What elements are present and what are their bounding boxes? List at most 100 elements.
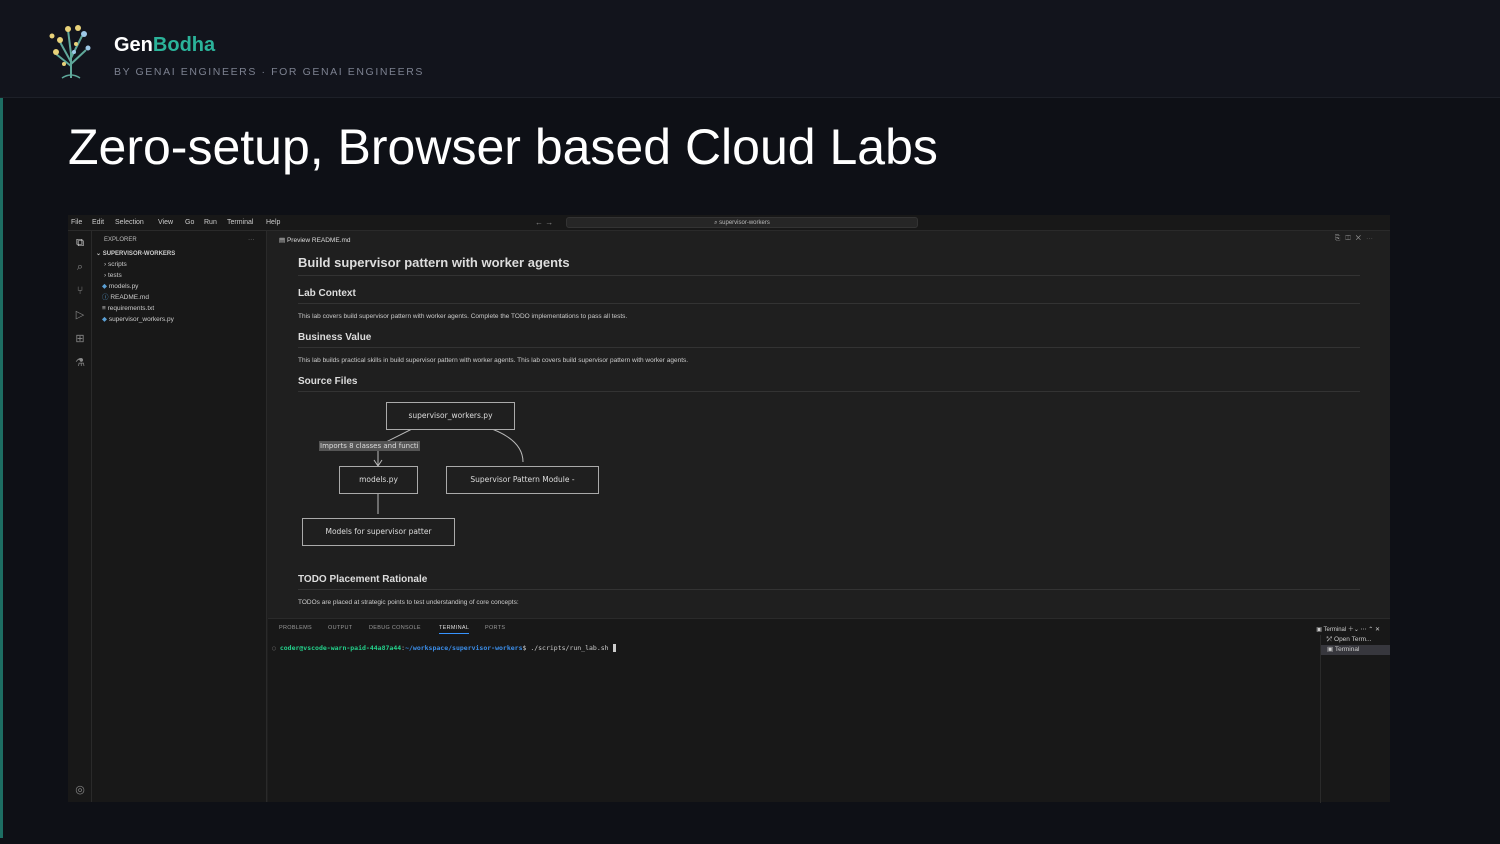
prompt-user: coder@vscode-warn-paid-44a87a44 bbox=[279, 644, 402, 652]
tree-item-tests[interactable]: › tests bbox=[104, 271, 122, 281]
heading-business-value: Business Value bbox=[298, 332, 1360, 348]
tab-output[interactable]: OUTPUT bbox=[328, 625, 353, 631]
markdown-preview: Build supervisor pattern with worker age… bbox=[298, 255, 1360, 606]
folder-name: SUPERVISOR-WORKERS bbox=[102, 251, 176, 257]
maximize-icon[interactable]: ⌃ bbox=[1368, 627, 1374, 633]
tree-item-requirements[interactable]: ≡ requirements.txt bbox=[102, 304, 154, 314]
preview-icon: ▤ bbox=[279, 237, 287, 244]
more-icon[interactable]: ⋯ bbox=[1366, 235, 1378, 242]
slide-title: Zero-setup, Browser based Cloud Labs bbox=[68, 119, 938, 175]
menu-file[interactable]: File bbox=[71, 219, 83, 226]
paragraph-value: This lab builds practical skills in buil… bbox=[298, 357, 689, 364]
terminal-label: Terminal bbox=[1323, 627, 1347, 633]
tree-item-label: models.py bbox=[108, 283, 139, 290]
split-icon: ⤱ bbox=[1327, 636, 1335, 643]
tree-item-models[interactable]: ◆ models.py bbox=[102, 282, 138, 292]
menu-go[interactable]: Go bbox=[185, 219, 195, 226]
node-supervisor-workers: supervisor_workers.py bbox=[386, 402, 515, 430]
cursor bbox=[612, 644, 617, 652]
tree-item-label: supervisor_workers.py bbox=[108, 316, 174, 323]
terminal-actions: ▣ Terminal ＋⌄ ⋯ ⌃ ✕ bbox=[1316, 624, 1380, 633]
search-icon: ⌕ bbox=[714, 220, 720, 226]
menu-bar: File Edit Selection View Go Run Terminal… bbox=[68, 215, 1390, 231]
split-editor-icon[interactable]: ◫ bbox=[1345, 235, 1356, 242]
info-icon: ⓘ bbox=[102, 294, 111, 301]
chevron-right-icon: › bbox=[104, 272, 108, 279]
chevron-right-icon: › bbox=[104, 261, 108, 268]
menu-edit[interactable]: Edit bbox=[92, 219, 105, 226]
heading-source-files: Source Files bbox=[298, 376, 1360, 392]
node-models: models.py bbox=[339, 466, 418, 494]
menu-run[interactable]: Run bbox=[204, 219, 217, 226]
terminal-list-item[interactable]: ⤱ Open Term... bbox=[1321, 635, 1390, 645]
tab-preview-readme[interactable]: ▤ Preview README.md bbox=[279, 236, 351, 244]
python-icon: ◆ bbox=[102, 283, 109, 290]
menu-selection[interactable]: Selection bbox=[115, 219, 144, 226]
text-file-icon: ≡ bbox=[102, 305, 108, 312]
tree-item-label: requirements.txt bbox=[107, 305, 155, 312]
tree-item-label: scripts bbox=[107, 261, 127, 268]
close-panel-icon[interactable]: ✕ bbox=[1374, 627, 1380, 633]
python-icon: ◆ bbox=[102, 316, 109, 323]
source-diagram: supervisor_workers.py Imports 8 classes … bbox=[298, 398, 1360, 568]
tab-label: Preview README.md bbox=[286, 237, 351, 244]
close-icon[interactable]: ✕ bbox=[1355, 235, 1366, 242]
menu-help[interactable]: Help bbox=[266, 219, 281, 226]
brand-name: GenBodha bbox=[114, 34, 215, 57]
editor-actions[interactable]: ⎘◫✕⋯ bbox=[1335, 235, 1378, 243]
node-models-description: Models for supervisor patter bbox=[302, 518, 455, 546]
terminal-icon: ▣ bbox=[1316, 627, 1324, 633]
terminal-output[interactable]: ○ coder@vscode-warn-paid-44a87a44:~/work… bbox=[272, 644, 617, 652]
editor-tab-bar: ▤ Preview README.md ⎘◫✕⋯ bbox=[268, 231, 1390, 248]
tree-item-readme[interactable]: ⓘ README.md bbox=[102, 293, 149, 303]
search-text: supervisor-workers bbox=[719, 220, 770, 226]
explorer-sidebar: EXPLORER ··· ⌄ SUPERVISOR-WORKERS › scri… bbox=[92, 231, 267, 802]
run-debug-icon[interactable]: ▷ bbox=[75, 309, 85, 321]
editor-area: ▤ Preview README.md ⎘◫✕⋯ Build superviso… bbox=[268, 231, 1390, 618]
node-supervisor-module: Supervisor Pattern Module - bbox=[446, 466, 599, 494]
open-source-icon[interactable]: ⎘ bbox=[1334, 235, 1346, 242]
tree-item-supervisor-workers[interactable]: ◆ supervisor_workers.py bbox=[102, 315, 174, 325]
explorer-icon[interactable]: ⧉ bbox=[76, 237, 84, 249]
edge-label-imports: Imports 8 classes and functi bbox=[319, 441, 420, 451]
heading-lab-context: Lab Context bbox=[298, 288, 1360, 304]
vscode-window: File Edit Selection View Go Run Terminal… bbox=[68, 215, 1390, 803]
item-label: Open Term... bbox=[1334, 636, 1372, 643]
terminal-list-item[interactable]: ▣ Terminal bbox=[1321, 645, 1390, 655]
tab-terminal[interactable]: TERMINAL bbox=[439, 625, 470, 634]
tree-item-scripts[interactable]: › scripts bbox=[104, 260, 127, 270]
tree-item-label: tests bbox=[107, 272, 122, 279]
menu-terminal[interactable]: Terminal bbox=[227, 219, 254, 226]
source-control-icon[interactable]: ⑂ bbox=[76, 285, 84, 297]
folder-root[interactable]: ⌄ SUPERVISOR-WORKERS bbox=[96, 251, 176, 257]
site-header: GenBodha BY GENAI ENGINEERS · FOR GENAI … bbox=[0, 0, 1500, 98]
extensions-icon[interactable]: ⊞ bbox=[75, 333, 85, 345]
paragraph-todo: TODOs are placed at strategic points to … bbox=[298, 599, 519, 606]
tagline: BY GENAI ENGINEERS · FOR GENAI ENGINEERS bbox=[114, 66, 425, 78]
search-icon[interactable]: ⌕ bbox=[76, 261, 84, 273]
command-center-search[interactable]: ⌕ supervisor-workers bbox=[566, 217, 918, 228]
doc-title: Build supervisor pattern with worker age… bbox=[298, 255, 1360, 276]
prompt-path: ~/workspace/supervisor-workers bbox=[405, 644, 523, 652]
nav-back-forward-icon[interactable]: ← → bbox=[535, 218, 554, 227]
tab-problems[interactable]: PROBLEMS bbox=[279, 625, 312, 631]
activity-bar: ⧉ ⌕ ⑂ ▷ ⊞ ⚗ ◎ bbox=[68, 231, 92, 802]
tab-ports[interactable]: PORTS bbox=[485, 625, 506, 631]
account-icon[interactable]: ◎ bbox=[75, 784, 85, 796]
more-actions-icon[interactable]: ··· bbox=[248, 236, 255, 243]
brand-part-1: Gen bbox=[114, 34, 153, 56]
paragraph-context: This lab covers build supervisor pattern… bbox=[298, 313, 628, 320]
menu-view[interactable]: View bbox=[158, 219, 174, 226]
terminal-list: ⤱ Open Term... ▣ Terminal bbox=[1320, 635, 1390, 803]
bottom-panel: PROBLEMS OUTPUT DEBUG CONSOLE TERMINAL P… bbox=[268, 618, 1390, 803]
tree-item-label: README.md bbox=[110, 294, 149, 301]
add-terminal-icon[interactable]: ＋⌄ bbox=[1347, 627, 1359, 633]
testing-icon[interactable]: ⚗ bbox=[75, 357, 85, 369]
heading-todo-rationale: TODO Placement Rationale bbox=[298, 574, 1360, 590]
brand-part-2: Bodha bbox=[152, 34, 216, 56]
more-icon[interactable]: ⋯ bbox=[1360, 627, 1367, 633]
edge-root-module bbox=[482, 425, 524, 463]
terminal-icon: ▣ bbox=[1327, 646, 1335, 653]
tree-logo bbox=[49, 25, 91, 79]
tab-debug-console[interactable]: DEBUG CONSOLE bbox=[369, 625, 421, 631]
